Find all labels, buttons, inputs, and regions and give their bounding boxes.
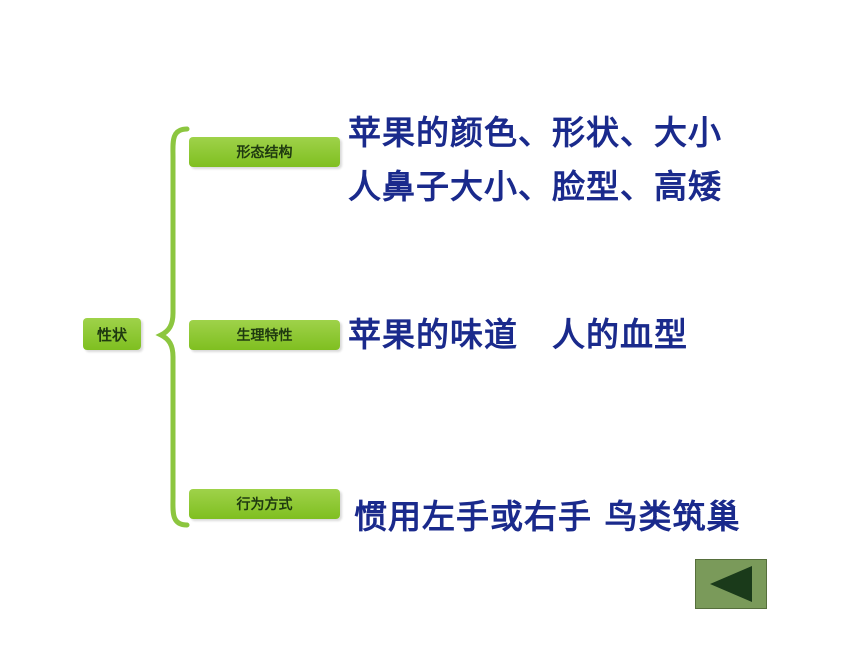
example-line: 苹果的味道 人的血型 bbox=[348, 315, 688, 354]
physiology-examples: 苹果的味道 人的血型 bbox=[348, 308, 688, 362]
triangle-left-icon bbox=[710, 566, 752, 602]
root-node: 性状 bbox=[83, 318, 141, 350]
branch-node-morphology: 形态结构 bbox=[189, 137, 340, 167]
branch-label: 行为方式 bbox=[236, 497, 293, 513]
root-label: 性状 bbox=[96, 325, 127, 344]
example-line: 人鼻子大小、脸型、高矮 bbox=[348, 167, 722, 206]
example-line: 惯用左手或右手 鸟类筑巢 bbox=[354, 497, 741, 536]
branch-label: 生理特性 bbox=[236, 328, 293, 344]
behavior-examples: 惯用左手或右手 鸟类筑巢 bbox=[354, 490, 741, 544]
curly-brace bbox=[155, 126, 190, 528]
morphology-examples: 苹果的颜色、形状、大小 人鼻子大小、脸型、高矮 bbox=[348, 106, 722, 214]
back-button[interactable] bbox=[695, 559, 767, 609]
branch-label: 形态结构 bbox=[236, 145, 293, 161]
branch-node-behavior: 行为方式 bbox=[189, 489, 340, 519]
example-line: 苹果的颜色、形状、大小 bbox=[348, 113, 722, 152]
branch-node-physiology: 生理特性 bbox=[189, 320, 340, 350]
